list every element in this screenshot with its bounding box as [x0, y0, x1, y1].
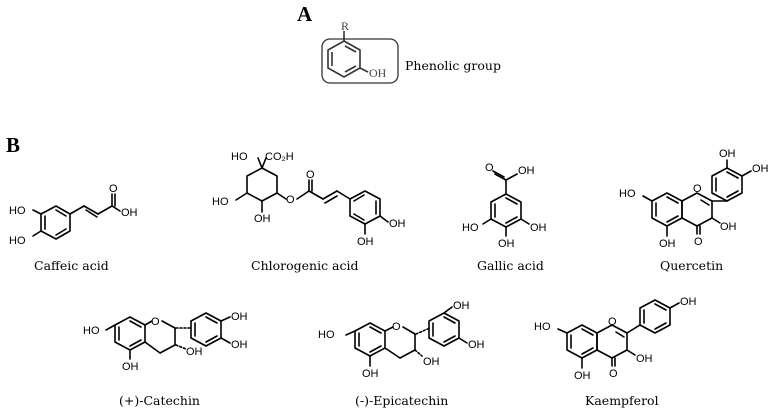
kaempferol-ring-o: O	[608, 316, 617, 328]
kaempferol-ho-7: HO	[534, 321, 551, 333]
catechin-ring-o: O	[151, 316, 160, 328]
epicatechin-oh-4prime: OH	[468, 339, 485, 351]
quercetin-carbonyl-o: O	[694, 236, 703, 248]
catechin-oh-5: OH	[122, 361, 139, 373]
gallic-acid-oh: OH	[518, 165, 535, 177]
chlorogenic-ho-ring: HO	[212, 196, 229, 208]
caffeic-ho-2: HO	[9, 235, 26, 247]
kaempferol-label: Kaempferol	[585, 393, 659, 408]
caffeic-acid-label: Caffeic acid	[34, 258, 109, 273]
gallic-acid-structure: O OH HO OH OH	[462, 162, 547, 250]
kaempferol-oh-3: OH	[636, 353, 653, 365]
caffeic-acid-structure: HO HO O OH	[9, 183, 138, 247]
phenolic-group-structure: R OH	[321, 19, 399, 84]
chlorogenic-acid-structure: HO CO₂H HO OH O O OH OH	[212, 151, 406, 248]
caffeic-ho-1: HO	[9, 205, 26, 217]
epicatechin-label: (-)-Epicatechin	[355, 393, 448, 408]
epicatechin-oh-5: OH	[362, 368, 379, 380]
epicatechin-structure: HO O OH OH OH OH	[318, 300, 485, 380]
epicatechin-oh-3prime: OH	[453, 300, 470, 312]
quercetin-oh-4prime: OH	[752, 163, 769, 175]
chlorogenic-co2h: CO₂H	[265, 151, 294, 163]
catechin-label: (+)-Catechin	[119, 393, 200, 408]
phenolic-group-box	[321, 38, 399, 84]
gallic-ho-left: HO	[462, 222, 479, 234]
chlorogenic-ho-quaternary: HO	[231, 151, 248, 163]
phenolic-oh: OH	[369, 66, 387, 80]
quercetin-oh-3prime: OH	[719, 148, 736, 160]
epicatechin-oh-3: OH	[423, 356, 440, 368]
catechin-structure: HO O OH OH OH OH	[83, 311, 248, 373]
chlorogenic-acid-label: Chlorogenic acid	[251, 258, 359, 273]
chlorogenic-oh-aryl-2: OH	[357, 236, 374, 248]
epicatechin-ring-o: O	[392, 321, 401, 333]
epicatechin-ho-7: HO	[318, 329, 335, 341]
quercetin-oh-5: OH	[659, 238, 676, 250]
catechin-oh-4prime: OH	[231, 339, 248, 351]
quercetin-ho-7: HO	[619, 188, 636, 200]
caffeic-o-carbonyl: O	[109, 183, 118, 195]
catechin-oh-3prime: OH	[231, 311, 248, 323]
kaempferol-carbonyl-o: O	[609, 368, 618, 380]
catechin-ho-7: HO	[83, 325, 100, 337]
caffeic-oh: OH	[121, 207, 138, 219]
panel-label-b: B	[6, 133, 20, 157]
quercetin-structure: HO O OH O OH OH OH	[619, 148, 769, 250]
quercetin-label: Quercetin	[660, 258, 723, 273]
quercetin-ring-o: O	[693, 183, 702, 195]
kaempferol-oh-4prime: OH	[680, 296, 697, 308]
gallic-acid-label: Gallic acid	[477, 258, 544, 273]
panel-label-a: A	[297, 2, 313, 26]
gallic-oh-right: OH	[530, 222, 547, 234]
kaempferol-oh-5: OH	[574, 370, 591, 382]
chlorogenic-oh-ring: OH	[254, 213, 271, 225]
substituent-r: R	[341, 19, 349, 33]
catechin-oh-3: OH	[186, 346, 203, 358]
gallic-carbonyl-o: O	[485, 162, 494, 174]
kaempferol-structure: HO O OH O OH OH	[534, 296, 697, 382]
gallic-oh-bottom: OH	[498, 238, 515, 250]
chlorogenic-carbonyl-o: O	[306, 169, 315, 181]
chlorogenic-oh-aryl-1: OH	[389, 218, 406, 230]
quercetin-oh-3: OH	[720, 221, 737, 233]
chlorogenic-ester-o: O	[286, 194, 295, 206]
phenolic-group-caption: Phenolic group	[405, 58, 501, 73]
